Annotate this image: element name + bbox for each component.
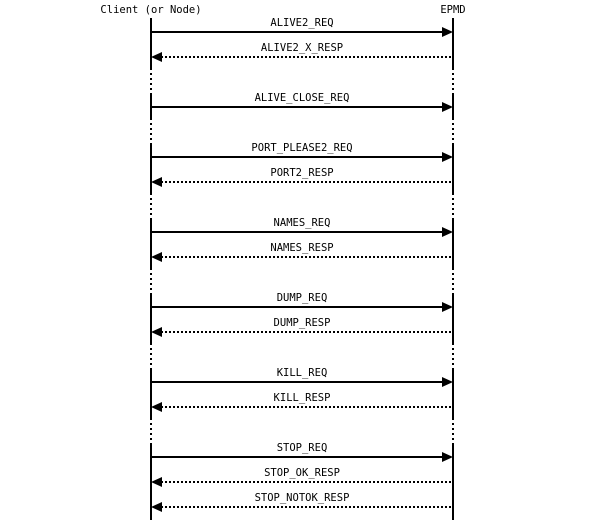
- lifeline-activity-segment: [452, 368, 454, 418]
- arrowhead-icon: [151, 177, 162, 187]
- message-label: STOP_OK_RESP: [264, 467, 340, 479]
- message-line: [151, 31, 443, 33]
- arrowhead-icon: [442, 27, 453, 37]
- arrowhead-icon: [151, 252, 162, 262]
- lifeline-activity-segment: [452, 93, 454, 118]
- arrowhead-icon: [151, 402, 162, 412]
- message-line: [151, 456, 443, 458]
- message-line: [151, 106, 443, 108]
- arrowhead-icon: [151, 477, 162, 487]
- lifeline-activity-segment: [150, 443, 152, 520]
- message-label: KILL_REQ: [276, 367, 328, 379]
- arrowhead-icon: [442, 452, 453, 462]
- arrowhead-icon: [151, 327, 162, 337]
- message-label: DUMP_REQ: [276, 292, 328, 304]
- message-line: [151, 156, 443, 158]
- lifeline-activity-segment: [452, 443, 454, 520]
- message-line: [161, 506, 453, 508]
- lifeline-activity-segment: [452, 143, 454, 193]
- lifeline-activity-segment: [452, 218, 454, 268]
- lifeline-activity-segment: [150, 368, 152, 418]
- lifeline-activity-segment: [150, 18, 152, 68]
- message-line: [161, 56, 453, 58]
- message-line: [161, 256, 453, 258]
- message-label: ALIVE2_X_RESP: [260, 42, 344, 54]
- lifeline-activity-segment: [150, 93, 152, 118]
- lifeline-activity-segment: [150, 143, 152, 193]
- arrowhead-icon: [151, 502, 162, 512]
- lifeline-activity-segment: [150, 293, 152, 343]
- arrowhead-icon: [442, 377, 453, 387]
- message-label: NAMES_REQ: [273, 217, 331, 229]
- lifeline-activity-segment: [452, 293, 454, 343]
- message-line: [161, 181, 453, 183]
- message-label: DUMP_RESP: [273, 317, 331, 329]
- arrowhead-icon: [442, 102, 453, 112]
- lifeline-activity-segment: [150, 218, 152, 268]
- lifeline-activity-segment: [452, 18, 454, 68]
- message-line: [151, 381, 443, 383]
- arrowhead-icon: [442, 152, 453, 162]
- message-label: NAMES_RESP: [270, 242, 334, 254]
- arrowhead-icon: [442, 302, 453, 312]
- message-line: [151, 231, 443, 233]
- arrowhead-icon: [442, 227, 453, 237]
- message-line: [161, 331, 453, 333]
- message-label: KILL_RESP: [273, 392, 331, 404]
- actor-label-client: Client (or Node): [100, 4, 202, 16]
- message-line: [161, 481, 453, 483]
- message-line: [161, 406, 453, 408]
- lifeline-client: [150, 18, 152, 520]
- arrowhead-icon: [151, 52, 162, 62]
- message-label: STOP_REQ: [276, 442, 328, 454]
- lifeline-epmd: [452, 18, 454, 520]
- message-label: PORT_PLEASE2_REQ: [251, 142, 353, 154]
- message-label: PORT2_RESP: [270, 167, 334, 179]
- message-label: ALIVE_CLOSE_REQ: [254, 92, 350, 104]
- message-label: STOP_NOTOK_RESP: [254, 492, 350, 504]
- message-label: ALIVE2_REQ: [270, 17, 334, 29]
- message-line: [151, 306, 443, 308]
- actor-label-epmd: EPMD: [440, 4, 466, 16]
